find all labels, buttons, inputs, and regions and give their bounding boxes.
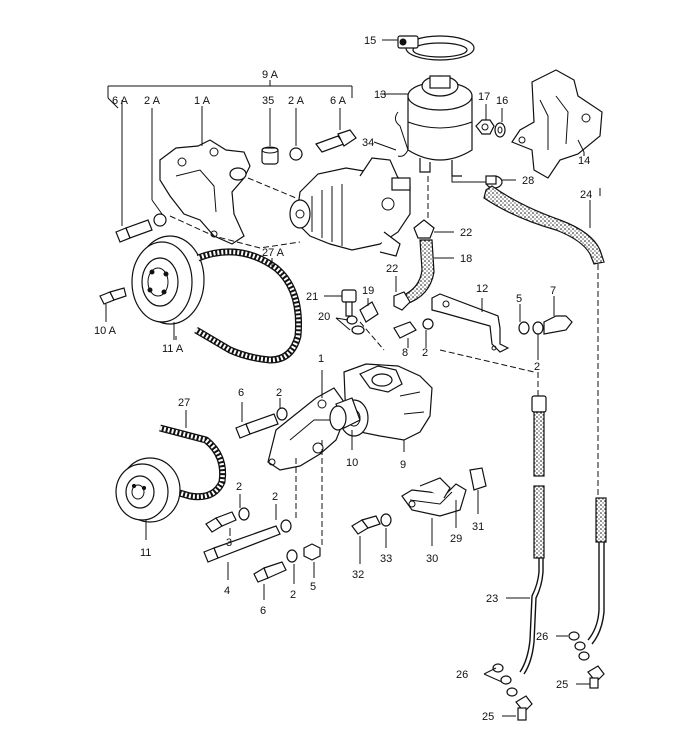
label-6a-left: 6 A (112, 95, 129, 107)
pump-bracket-upper (107, 97, 251, 245)
label-35: 35 (262, 95, 274, 107)
hose-clamp-28 (451, 175, 516, 189)
banjo-fitting-group (324, 276, 411, 335)
pump-assembly-upper (289, 157, 411, 257)
label-3: 3 (226, 537, 232, 549)
label-18: 18 (460, 253, 472, 265)
return-hose (483, 185, 605, 265)
supply-hose (401, 176, 454, 305)
label-11a: 11 A (162, 343, 184, 355)
label-5-right: 5 (516, 293, 522, 305)
label-25-right: 25 (556, 679, 568, 691)
return-line (537, 264, 607, 645)
label-13: 13 (374, 89, 386, 101)
pump-hub (329, 397, 361, 450)
label-27a: 27 A (262, 247, 285, 259)
label-23: 23 (486, 593, 498, 605)
washers-bolt-left (483, 663, 533, 721)
label-7: 7 (550, 285, 556, 297)
label-5-bottom: 5 (310, 581, 316, 593)
label-24: 24 (580, 189, 592, 201)
label-16: 16 (496, 95, 508, 107)
label-26-right: 26 (536, 631, 548, 643)
label-27: 27 (178, 397, 190, 409)
pulley-upper (131, 235, 205, 340)
label-14: 14 (578, 155, 590, 167)
washers-bolt-right (556, 631, 605, 689)
label-19: 19 (362, 285, 374, 297)
label-6-low: 6 (260, 605, 266, 617)
bolt-washer-left (115, 108, 167, 243)
label-28: 28 (522, 175, 534, 187)
label-29: 29 (450, 533, 462, 545)
label-22-top: 22 (460, 227, 472, 239)
long-bolt (203, 504, 292, 580)
support-bracket (393, 293, 573, 360)
label-10: 10 (346, 457, 358, 469)
hose-clip (373, 111, 409, 157)
label-2-mid: 2 (422, 347, 428, 359)
pressure-line (506, 395, 547, 675)
label-26-left: 26 (456, 669, 468, 681)
reservoir-clamp (382, 35, 475, 61)
label-9a: 9 A (262, 69, 279, 81)
label-6a-right: 6 A (330, 95, 347, 107)
pulley-lower (115, 457, 181, 540)
label-15: 15 (364, 35, 376, 47)
hose-bracket (401, 467, 487, 546)
leader-lines (121, 100, 601, 340)
label-22-mid: 22 (386, 263, 398, 275)
label-31: 31 (472, 521, 484, 533)
bolt-washer-lower-a (205, 494, 250, 536)
label-2a-right: 2 A (288, 95, 305, 107)
label-33: 33 (380, 553, 392, 565)
label-4: 4 (224, 585, 230, 597)
label-2-upper: 2 (276, 387, 282, 399)
part-labels: 15 9 A 6 A 2 A 1 A 35 2 A 6 A 13 17 16 3… (94, 35, 592, 723)
fluid-reservoir (380, 75, 473, 177)
label-1a: 1 A (194, 95, 211, 107)
label-32: 32 (352, 569, 364, 581)
bolt-washer-mid (235, 398, 288, 439)
bolt-10a (99, 287, 127, 322)
label-2-low: 2 (272, 491, 278, 503)
label-2-right: 2 (534, 361, 540, 373)
nut-and-washer (475, 104, 506, 138)
label-2-bottom: 2 (290, 589, 296, 601)
label-21: 21 (306, 291, 318, 303)
label-10a: 10 A (94, 325, 117, 337)
label-2-belt: 2 (236, 481, 242, 493)
label-34: 34 (362, 137, 374, 149)
label-1: 1 (318, 353, 324, 365)
label-11: 11 (140, 547, 151, 559)
bolt-washer-nut-bottom (253, 543, 321, 600)
reservoir-bracket (511, 69, 603, 179)
label-6-upper: 6 (238, 387, 244, 399)
bolt-washer-32-33 (351, 513, 392, 564)
label-17: 17 (478, 91, 490, 103)
drive-belt-lower (159, 410, 227, 501)
group-bracket-9a (107, 80, 353, 98)
drive-belt-upper (194, 248, 303, 364)
label-30: 30 (426, 553, 438, 565)
label-9: 9 (400, 459, 406, 471)
label-20: 20 (318, 311, 330, 323)
label-25-left: 25 (482, 711, 494, 723)
label-8: 8 (402, 347, 408, 359)
pump-bracket-lower (267, 370, 345, 471)
label-12: 12 (476, 283, 488, 295)
sleeve-washer-bolt-upper (261, 108, 357, 165)
label-2a-left: 2 A (144, 95, 161, 107)
